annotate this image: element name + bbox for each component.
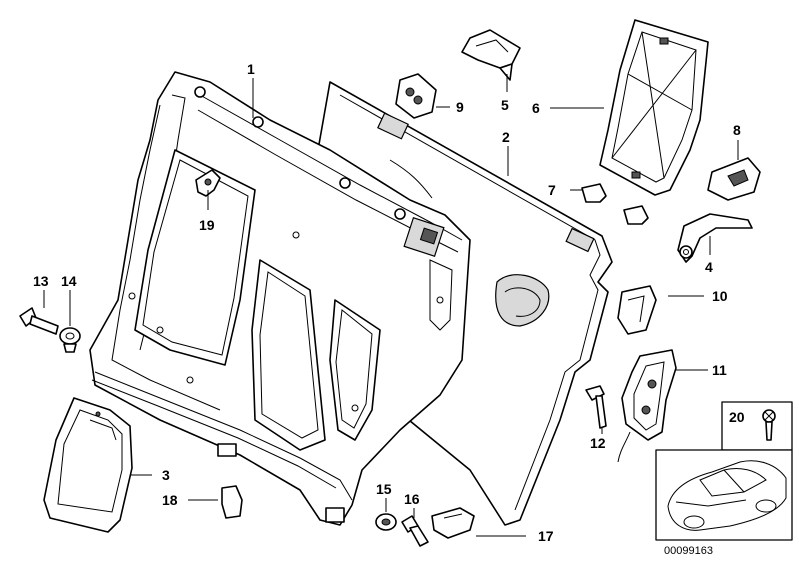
part-label-13: 13: [33, 273, 49, 289]
bracket-5: [461, 29, 521, 81]
part-label-2: 2: [502, 129, 510, 145]
lever-4: [677, 213, 753, 263]
part-labels: 1 2 3 4 5 6 7 8 9 10 11 12 13 14 15 16 1…: [33, 61, 745, 557]
clips-7: [581, 183, 649, 225]
part-label-19: 19: [199, 217, 215, 233]
part-label-4: 4: [705, 259, 713, 275]
part-label-3: 3: [162, 467, 170, 483]
frame-seal-6: [599, 19, 709, 196]
screw-16: [401, 515, 429, 547]
part-label-8: 8: [733, 122, 741, 138]
part-label-9: 9: [456, 99, 464, 115]
side-trim-3: [43, 397, 133, 533]
clip-19: [195, 169, 221, 197]
bolt-12: [585, 385, 607, 429]
cap-17: [431, 507, 475, 539]
part-label-14: 14: [61, 273, 77, 289]
leader-lines: [43, 74, 739, 537]
seat-back-frame: [89, 71, 471, 526]
part-label-17: 17: [538, 528, 554, 544]
washer-14: [59, 327, 81, 353]
part-label-12: 12: [590, 435, 606, 451]
part-label-5: 5: [501, 97, 509, 113]
part-label-20: 20: [729, 409, 745, 425]
lock-11: [617, 349, 677, 463]
grommet-15: [375, 513, 397, 531]
document-number: 00099163: [664, 545, 713, 557]
cover-10: [617, 285, 657, 335]
part-label-6: 6: [532, 100, 540, 116]
bolt-13: [19, 307, 59, 335]
handle-cover-8: [707, 157, 761, 201]
part-label-7: 7: [548, 182, 556, 198]
part-label-10: 10: [712, 288, 728, 304]
part-label-18: 18: [162, 492, 178, 508]
cover-9: [395, 73, 437, 119]
part-label-1: 1: [247, 61, 255, 77]
vehicle-detail-box: [655, 401, 793, 541]
part-label-16: 16: [404, 491, 420, 507]
plate-18: [221, 485, 243, 519]
part-label-11: 11: [712, 362, 727, 378]
part-label-15: 15: [376, 481, 392, 497]
